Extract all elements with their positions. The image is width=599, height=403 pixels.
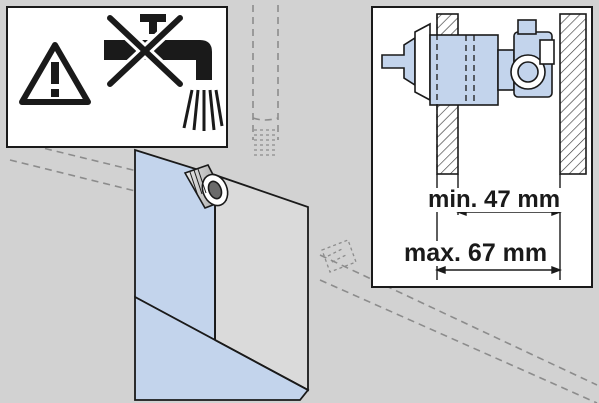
wall-section-right: [559, 13, 587, 175]
dimension-detail-panel: [371, 6, 593, 288]
no-water-tap-icon: [104, 12, 224, 131]
hidden-fitting-right: [321, 239, 357, 273]
wall-recess: [134, 148, 310, 401]
warning-triangle-icon: [19, 42, 91, 105]
hidden-pipe-lines: [9, 5, 598, 403]
max-depth-label: max. 67 mm: [402, 239, 550, 267]
min-depth-label: min. 47 mm: [426, 186, 563, 213]
pipe-connector: [183, 164, 229, 209]
valve-body: [381, 19, 555, 106]
hidden-fitting-top: [254, 129, 278, 156]
